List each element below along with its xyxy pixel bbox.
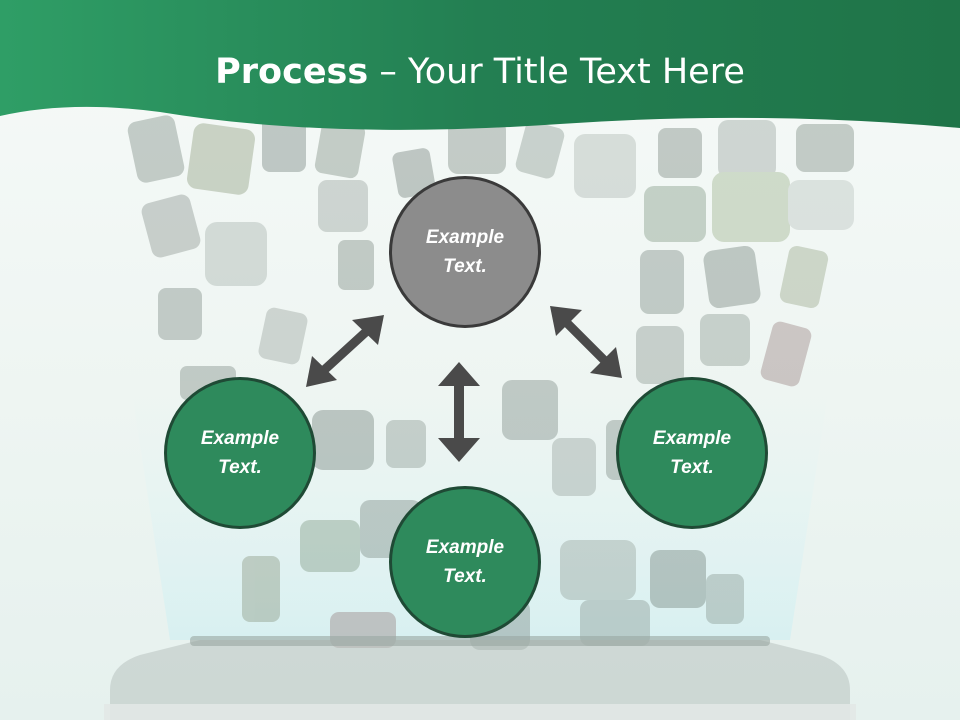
node-top-line2: Text.: [443, 256, 487, 277]
arrow-top-right: [550, 306, 622, 378]
node-left: Example Text.: [164, 377, 316, 529]
node-top-line1: Example: [425, 227, 505, 248]
node-right: Example Text.: [616, 377, 768, 529]
node-right-line1: Example: [652, 428, 732, 449]
title-rest: – Your Title Text Here: [368, 52, 745, 92]
node-bottom-line2: Text.: [443, 566, 487, 587]
node-bottom-line1: Example: [425, 537, 505, 558]
node-center-top: Example Text.: [389, 176, 541, 328]
header-banner: [0, 0, 960, 130]
node-bottom: Example Text.: [389, 486, 541, 638]
title-strong: Process: [215, 52, 369, 92]
node-left-line1: Example: [200, 428, 280, 449]
arrow-top-left: [306, 315, 384, 387]
arrow-vertical: [438, 362, 480, 462]
node-right-line2: Text.: [670, 457, 714, 478]
node-left-line2: Text.: [218, 457, 262, 478]
page-title: Process – Your Title Text Here: [0, 52, 960, 92]
